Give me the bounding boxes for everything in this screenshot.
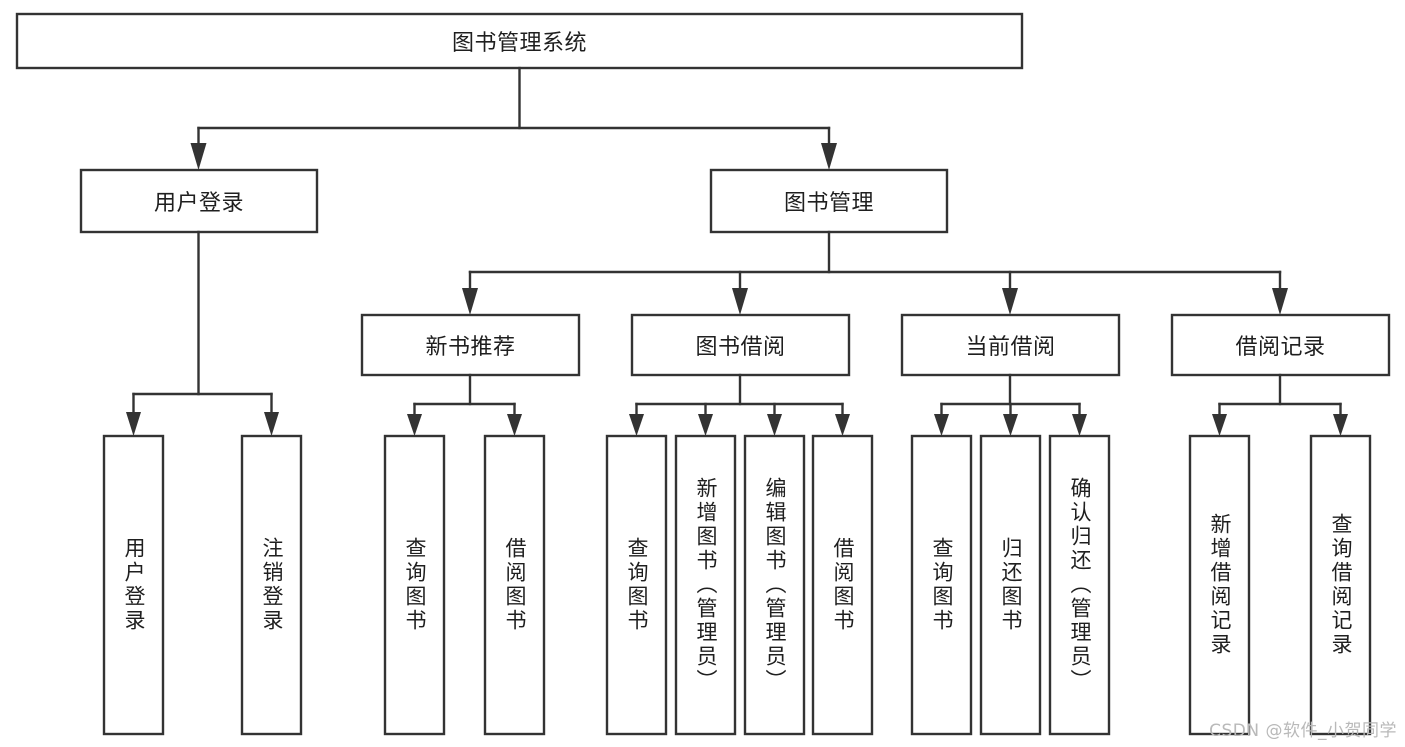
- node-user-login[interactable]: [81, 170, 317, 232]
- leaf-box-1[interactable]: [240, 434, 303, 736]
- leaf-box-2[interactable]: [383, 434, 446, 736]
- node-box-new-book-recommend[interactable]: [360, 313, 581, 377]
- node-borrow-record[interactable]: [1172, 315, 1389, 375]
- watermark-text: CSDN @软件_小贺同学: [1209, 721, 1397, 741]
- node-current-borrow[interactable]: [902, 315, 1119, 375]
- edge-borrowrecord-to-leaves: [1212, 373, 1348, 436]
- leaf-box-0[interactable]: [102, 434, 165, 736]
- leaf-box-6[interactable]: [743, 434, 806, 736]
- leaf-box-3[interactable]: [483, 434, 546, 736]
- edge-userlogin-to-leaves: [126, 230, 279, 436]
- leaf-box-11[interactable]: [1188, 434, 1251, 736]
- node-root[interactable]: [17, 14, 1022, 68]
- edge-bookborrow-to-leaves: [629, 373, 850, 436]
- node-book-borrow[interactable]: [632, 315, 849, 375]
- node-book-management[interactable]: [711, 170, 947, 232]
- edge-newbook-to-leaves: [407, 373, 522, 436]
- edge-bookmgmt-to-level2: [462, 230, 1288, 315]
- leaf-box-5[interactable]: [674, 434, 737, 736]
- edge-root-to-level1: [190, 66, 837, 170]
- edge-currentborrow-to-leaves: [934, 373, 1087, 436]
- node-box-current-borrow[interactable]: [900, 313, 1121, 377]
- leaf-box-9[interactable]: [979, 434, 1042, 736]
- leaf-box-4[interactable]: [605, 434, 668, 736]
- leaf-box-12[interactable]: [1309, 434, 1372, 736]
- leaf-box-8[interactable]: [910, 434, 973, 736]
- node-box-user-login[interactable]: [79, 168, 319, 234]
- node-new-book-recommend[interactable]: [362, 315, 579, 375]
- node-box-root[interactable]: [15, 12, 1024, 70]
- leaf-box-7[interactable]: [811, 434, 874, 736]
- leaf-box-10[interactable]: [1048, 434, 1111, 736]
